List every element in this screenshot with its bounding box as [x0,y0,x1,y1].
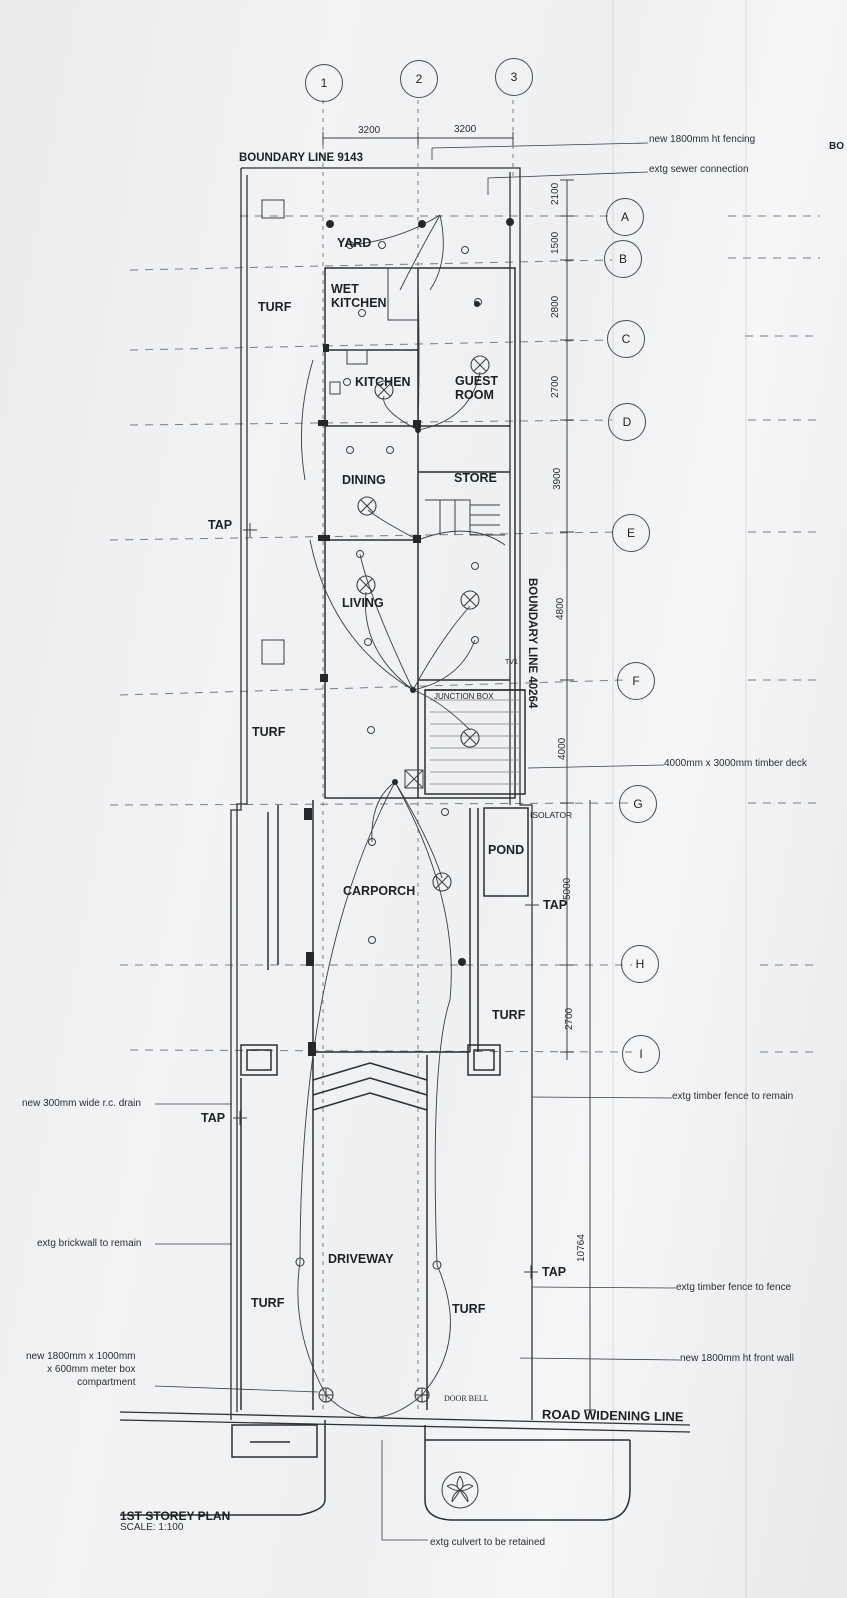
tap-label-3: TAP [201,1111,226,1125]
note-meter-box: new 1800mm x 1000mm x 600mm meter box co… [26,1351,136,1388]
grid-bubble-1: 1 [305,64,343,102]
tap-label-4: TAP [542,1265,567,1279]
room-dining: DINING [342,473,386,487]
road-widening-label: ROAD WIDENING LINE [541,1406,684,1425]
grid-bubble-h: H [621,945,659,983]
dim-right-4800: 4800 [555,597,566,620]
dim-top-1: 3200 [358,125,381,136]
tap-label-2: TAP [543,898,568,912]
note-deck: 4000mm x 3000mm timber deck [664,758,807,769]
dim-right-3900: 3900 [552,467,563,490]
note-drain: new 300mm wide r.c. drain [22,1098,141,1109]
tap-label-1: TAP [208,518,233,532]
note-fence-fence: extg timber fence to fence [676,1282,792,1293]
dim-right-1500: 1500 [550,231,561,254]
dim-right-2700b: 2700 [564,1007,575,1030]
room-guest: GUEST ROOM [455,374,499,402]
grid-bubble-i: I [622,1035,660,1073]
room-driveway: DRIVEWAY [328,1252,394,1266]
note-sewer: extg sewer connection [649,164,749,175]
dim-right-2700a: 2700 [550,375,561,398]
room-living: LIVING [342,596,384,610]
turf-label-4: TURF [251,1296,285,1310]
turf-label-3: TURF [492,1008,526,1022]
edge-bo-label: BO [829,141,844,152]
dim-right-2100: 2100 [550,182,561,205]
room-kitchen: KITCHEN [355,375,411,389]
room-carporch: CARPORCH [343,884,416,898]
dim-right-5000: 5000 [562,877,573,900]
note-fencing: new 1800mm ht fencing [649,134,756,145]
boundary-top-label: BOUNDARY LINE 9143 [239,152,363,164]
turf-label-5: TURF [452,1302,486,1316]
dim-right-10764: 10764 [576,1234,587,1262]
grid-bubble-e: E [612,514,650,552]
grid-bubble-c: C [607,320,645,358]
turf-label-1: TURF [258,300,292,314]
grid-bubble-f: F [617,662,655,700]
turf-label-2: TURF [252,725,286,739]
dim-right-2800: 2800 [550,295,561,318]
grid-bubble-d: D [608,403,646,441]
dim-top-2: 3200 [454,124,477,135]
grid-bubble-2: 2 [400,60,438,98]
room-store: STORE [454,471,497,485]
grid-bubble-b: B [604,240,642,278]
room-yard: YARD [337,236,372,250]
grid-bubble-3: 3 [495,58,533,96]
note-culvert: extg culvert to be retained [430,1537,546,1548]
dim-right-4000: 4000 [557,737,568,760]
room-wet-kitchen: WET KITCHEN [331,282,387,310]
note-brickwall: extg brickwall to remain [37,1238,142,1249]
grid-bubble-g: G [619,785,657,823]
door-bell-label: DOOR BELL [444,1394,489,1403]
boundary-right-label: BOUNDARY LINE 40264 [526,578,538,709]
plan-title: 1ST STOREY PLAN [120,1509,231,1523]
grid-bubble-a: A [606,198,644,236]
isolator-label: ISOLATOR [530,810,573,820]
tv-label: TV1 [505,659,518,666]
plan-scale: SCALE: 1:100 [120,1522,184,1533]
note-fence-remain: extg timber fence to remain [672,1091,794,1102]
note-front-wall: new 1800mm ht front wall [680,1353,794,1364]
room-pond: POND [488,843,525,857]
junction-box-label: JUNCTION BOX [434,692,494,701]
